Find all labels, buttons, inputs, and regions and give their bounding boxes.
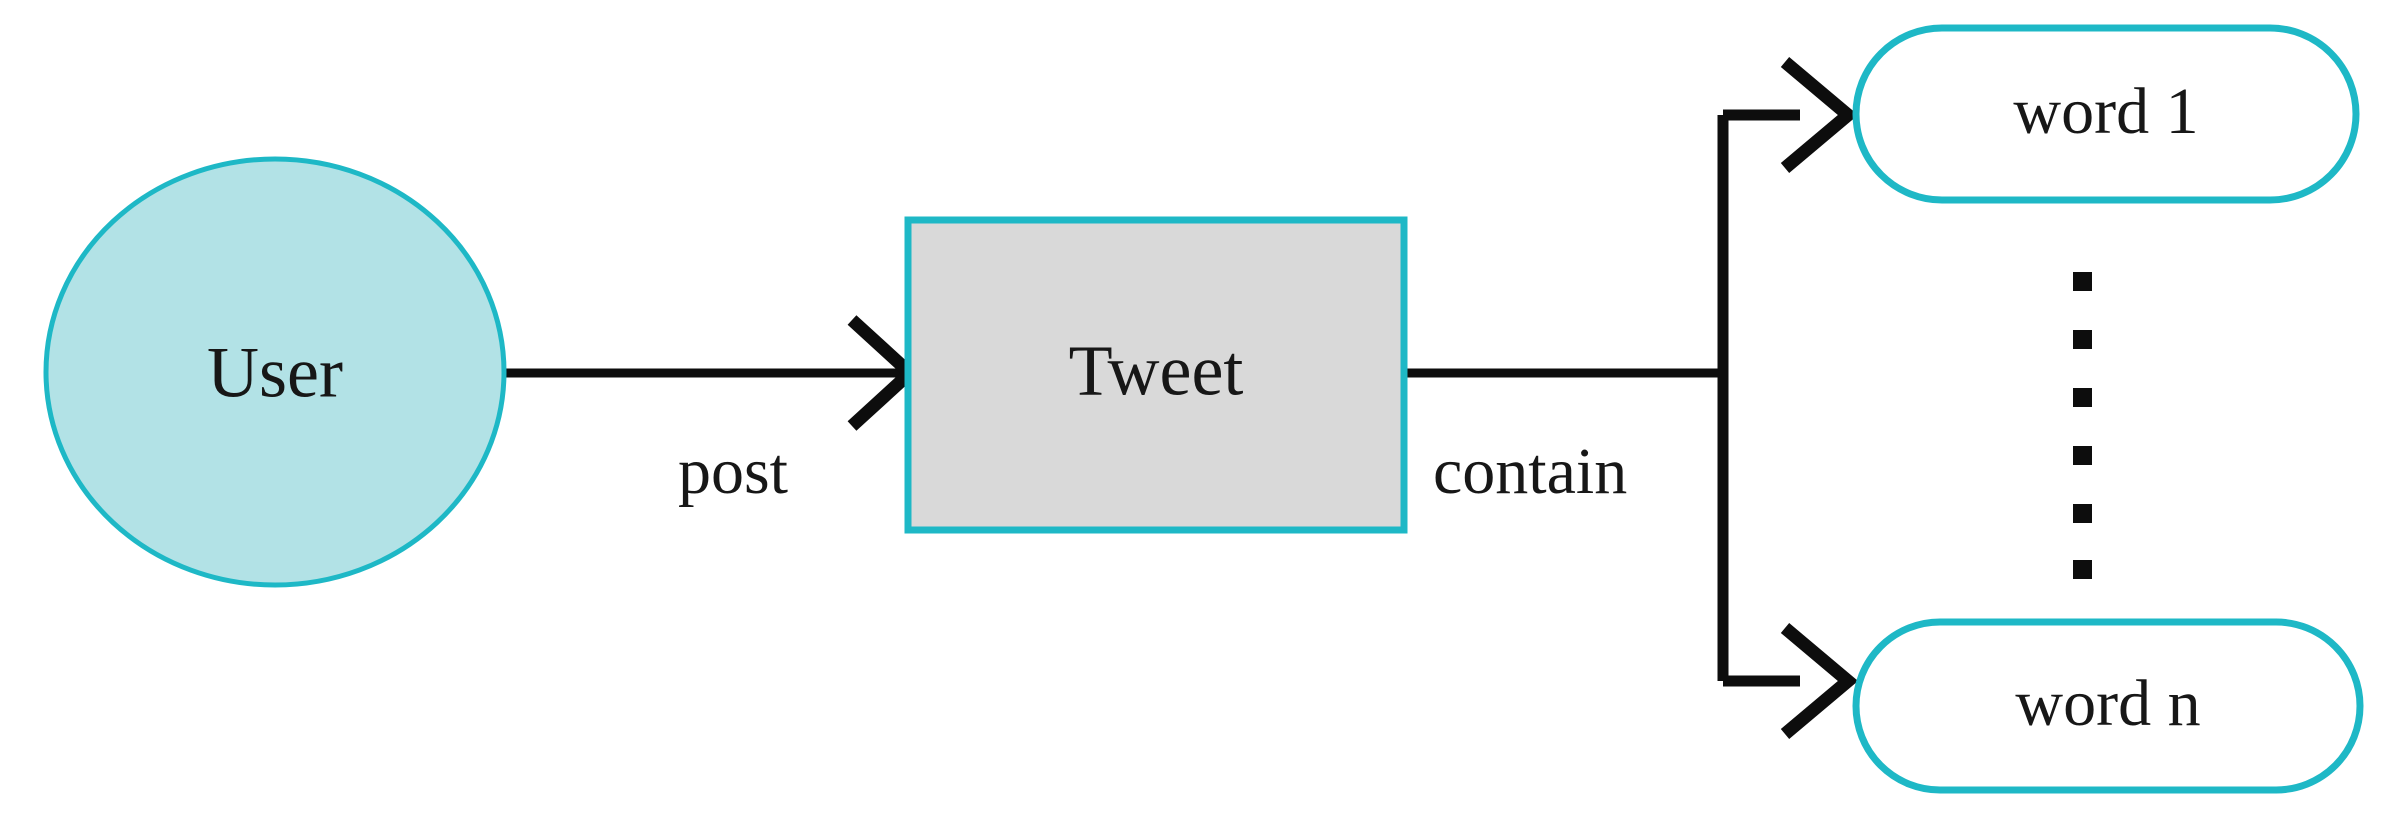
word-n-label: word n (2015, 667, 2200, 740)
edge-post (498, 315, 920, 431)
node-tweet[interactable]: Tweet (904, 216, 1408, 534)
ellipsis-dot (2073, 330, 2092, 349)
ellipsis-dot (2073, 560, 2092, 579)
edge-contain (1405, 57, 1859, 739)
ellipsis-dot (2073, 504, 2092, 523)
post-edge-label: post (678, 435, 788, 508)
ellipsis-dot (2073, 272, 2092, 291)
node-user[interactable]: User (43, 156, 507, 588)
tweet-rect[interactable] (904, 216, 1408, 534)
node-word-1[interactable]: word 1 (1852, 24, 2360, 204)
tweet-label: Tweet (1069, 331, 1244, 411)
user-label: User (207, 333, 343, 413)
contain-bottom-arrowhead-icon (1780, 623, 1859, 739)
word-n-pill[interactable] (1852, 618, 2364, 794)
word-1-pill[interactable] (1852, 24, 2360, 204)
contain-top-arrowhead-icon (1780, 57, 1859, 173)
ellipsis-dot (2073, 446, 2092, 465)
user-ellipse[interactable] (43, 156, 507, 588)
contain-edge-label: contain (1433, 435, 1627, 508)
vertical-ellipsis-icon (2073, 272, 2092, 579)
ellipsis-dot (2073, 388, 2092, 407)
node-word-n[interactable]: word n (1852, 618, 2364, 794)
word-1-label: word 1 (2013, 75, 2198, 148)
